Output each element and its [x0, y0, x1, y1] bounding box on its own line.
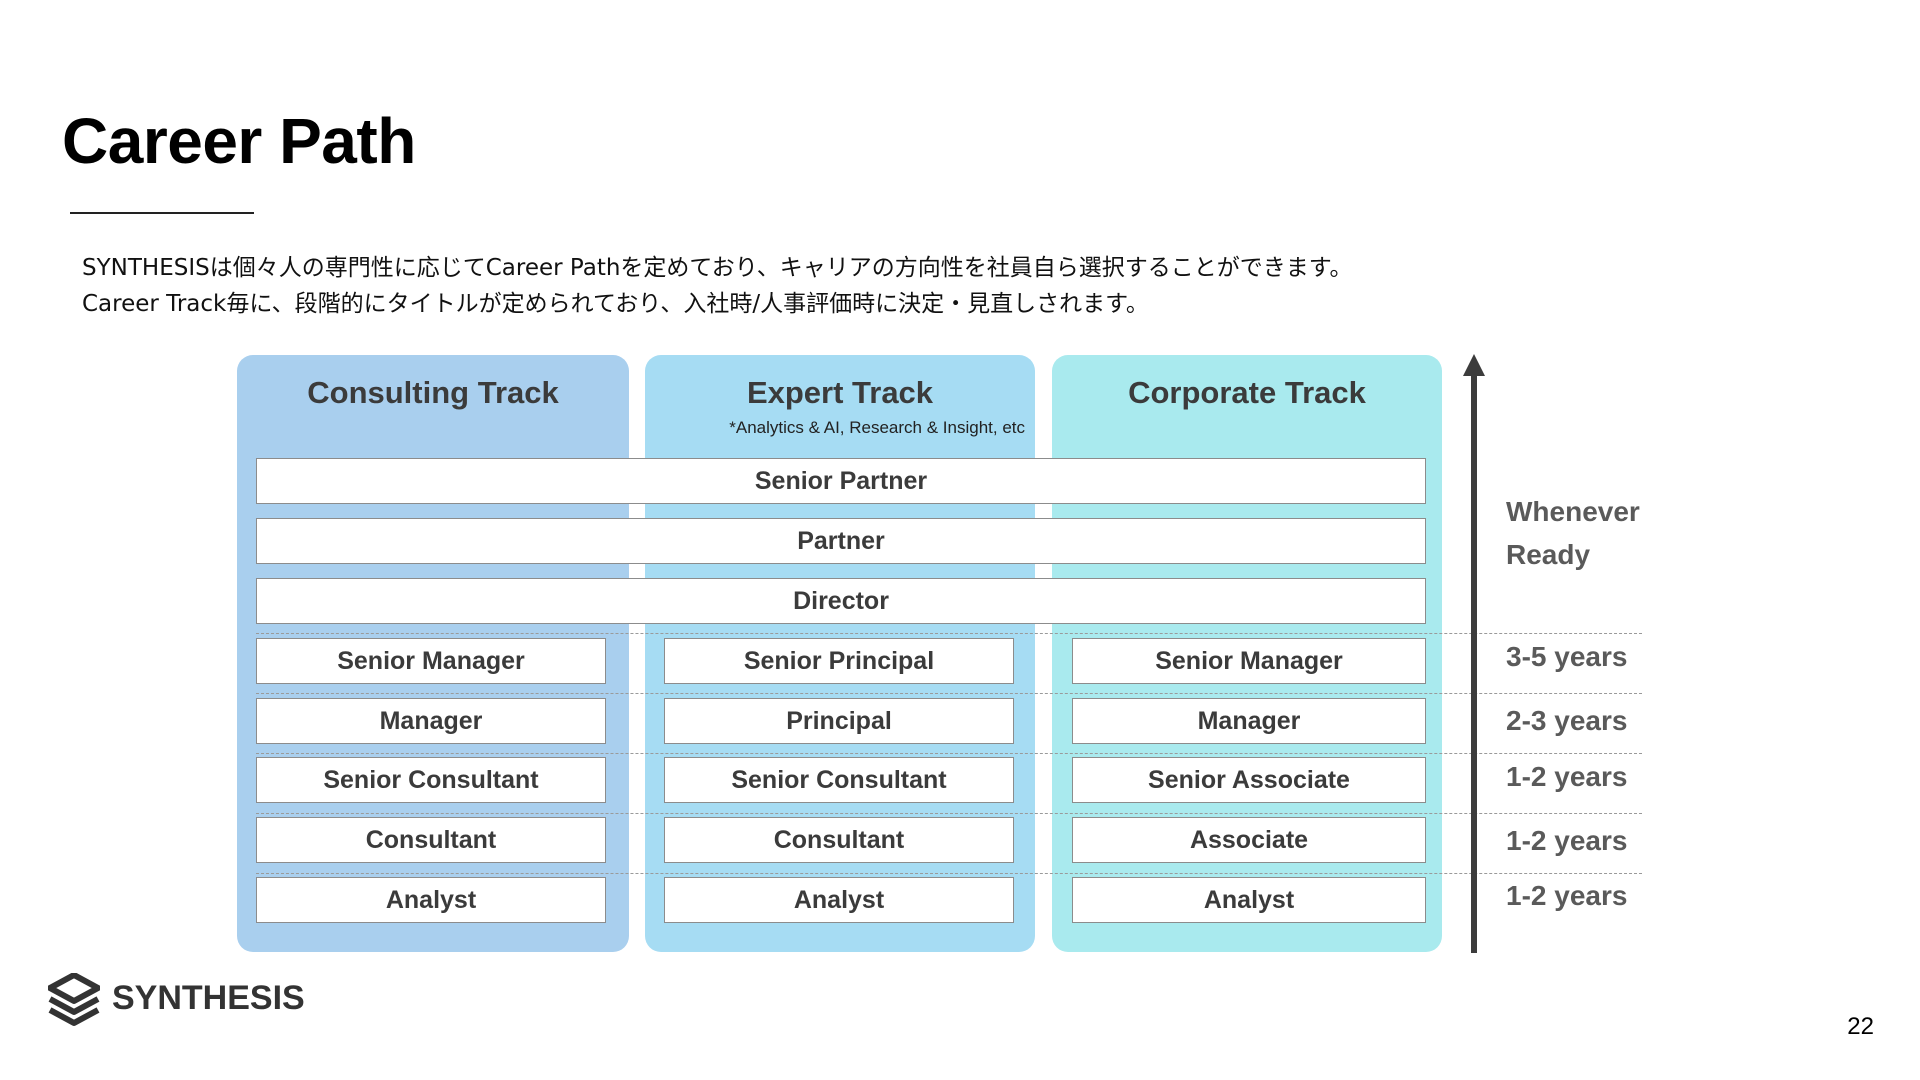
duration-whenever-line-1: Whenever: [1506, 496, 1640, 527]
level-senior-partner: Senior Partner: [256, 458, 1426, 504]
corporate-level-analyst: Analyst: [1072, 877, 1426, 923]
progression-arrow-head-icon: [1463, 354, 1485, 376]
duration-manager: 2-3 years: [1506, 705, 1628, 736]
expert-track-subtitle: *Analytics & AI, Research & Insight, etc: [729, 418, 1025, 437]
expert-track-title: Expert Track: [746, 375, 934, 410]
corporate-level-senior-associate: Senior Associate: [1072, 757, 1426, 803]
intro-line-1: SYNTHESISは個々人の専門性に応じてCareer Pathを定めており、キ…: [82, 255, 1353, 281]
intro-text: SYNTHESISは個々人の専門性に応じてCareer Pathを定めており、キ…: [82, 250, 1782, 322]
duration-senior-manager: 3-5 years: [1506, 641, 1628, 672]
duration-consultant: 1-2 years: [1506, 825, 1628, 856]
title-underline: [70, 212, 254, 214]
level-divider: [256, 633, 1642, 634]
logo-wordmark: SYNTHESIS: [112, 979, 305, 1017]
consulting-level-manager: Manager: [256, 698, 606, 744]
consulting-level-analyst: Analyst: [256, 877, 606, 923]
page-title: Career Path: [62, 105, 416, 177]
duration-analyst: 1-2 years: [1506, 880, 1628, 911]
duration-whenever-line-2: Ready: [1506, 539, 1591, 570]
consulting-level-senior-consultant: Senior Consultant: [256, 757, 606, 803]
progression-arrow: [1471, 372, 1477, 953]
level-divider: [256, 813, 1642, 814]
page-number: 22: [1847, 1013, 1874, 1040]
duration-whenever-ready: Whenever Ready: [1506, 490, 1706, 576]
consulting-track-title: Consulting Track: [307, 375, 559, 410]
consulting-level-senior-manager: Senior Manager: [256, 638, 606, 684]
expert-level-senior-consultant: Senior Consultant: [664, 757, 1014, 803]
expert-level-analyst: Analyst: [664, 877, 1014, 923]
level-partner: Partner: [256, 518, 1426, 564]
expert-level-senior-principal: Senior Principal: [664, 638, 1014, 684]
level-divider: [256, 693, 1642, 694]
synthesis-logo-icon: [48, 973, 100, 1026]
corporate-level-associate: Associate: [1072, 817, 1426, 863]
corporate-track-title: Corporate Track: [1128, 375, 1366, 410]
level-divider: [256, 753, 1642, 754]
duration-senior-consultant: 1-2 years: [1506, 761, 1628, 792]
corporate-level-senior-manager: Senior Manager: [1072, 638, 1426, 684]
synthesis-logo: SYNTHESIS: [48, 973, 308, 1029]
corporate-level-manager: Manager: [1072, 698, 1426, 744]
intro-line-2: Career Track毎に、段階的にタイトルが定められており、入社時/人事評価…: [82, 291, 1149, 317]
level-director: Director: [256, 578, 1426, 624]
consulting-level-consultant: Consultant: [256, 817, 606, 863]
expert-level-consultant: Consultant: [664, 817, 1014, 863]
expert-level-principal: Principal: [664, 698, 1014, 744]
level-divider: [256, 873, 1642, 874]
